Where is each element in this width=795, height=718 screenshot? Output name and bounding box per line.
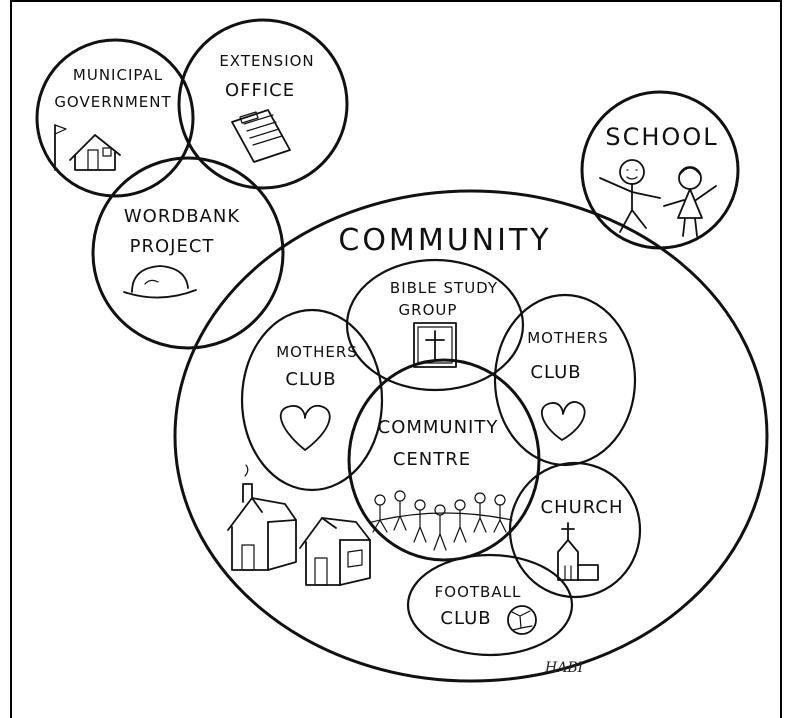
community-label: COMMUNITY (338, 223, 551, 258)
church-node: CHURCH (508, 461, 642, 599)
bible-study-group-node: BIBLE STUDY GROUP (345, 258, 525, 392)
heart-icon (280, 404, 331, 451)
extension-office-circle (177, 18, 349, 190)
bible-study-group-label-2: GROUP (399, 301, 458, 319)
mothers-club-left-label-2: CLUB (285, 369, 336, 390)
extension-office-node: EXTENSION OFFICE (177, 18, 349, 190)
bible-study-group-label-1: BIBLE STUDY (390, 279, 498, 297)
football-club-node: FOOTBALL CLUB (406, 553, 574, 657)
community-centre-label-1: COMMUNITY (378, 417, 499, 438)
extension-office-label-1: EXTENSION (219, 52, 314, 70)
football-icon (507, 605, 537, 635)
mothers-club-right-label-2: CLUB (530, 362, 581, 383)
bible-cross-icon (413, 322, 457, 368)
mothers-club-right-label-1: MOTHERS (527, 329, 609, 347)
wordbank-project-label-1: WORDBANK (124, 206, 240, 227)
community-circle (173, 189, 769, 683)
people-ring-icon (371, 490, 513, 551)
children-icon (599, 159, 717, 237)
municipal-government-label-1: MUNICIPAL (73, 66, 163, 84)
church-circle (508, 461, 642, 599)
wordbank-project-node: WORDBANK PROJECT (91, 156, 285, 350)
community-centre-label-2: CENTRE (393, 449, 471, 470)
house-with-flag-icon (54, 124, 121, 171)
bible-study-group-circle (345, 258, 525, 392)
mothers-club-left-label-1: MOTHERS (276, 343, 358, 361)
municipal-government-label-2: GOVERNMENT (54, 93, 171, 111)
football-club-label-1: FOOTBALL (435, 583, 522, 601)
hat-icon (123, 265, 197, 299)
mothers-club-left-circle (240, 308, 384, 492)
municipal-government-circle (35, 38, 195, 198)
community-node: COMMUNITY (173, 189, 769, 683)
school-node: SCHOOL (580, 90, 740, 250)
artist-signature: HABI (544, 660, 584, 676)
wordbank-project-circle (91, 156, 285, 350)
mothers-club-left-node: MOTHERS CLUB (240, 308, 384, 492)
diagram-frame (10, 0, 782, 718)
mothers-club-right-circle (493, 293, 637, 467)
school-label: SCHOOL (605, 123, 718, 151)
heart-icon (541, 401, 586, 441)
football-club-circle (406, 553, 574, 657)
church-icon (557, 522, 599, 581)
church-label: CHURCH (541, 497, 624, 518)
community-centre-node: COMMUNITY CENTRE (347, 358, 541, 562)
mothers-club-right-node: MOTHERS CLUB (493, 293, 637, 467)
wordbank-project-label-2: PROJECT (130, 236, 215, 257)
clipboard-icon (231, 109, 291, 163)
municipal-government-node: MUNICIPAL GOVERNMENT (35, 38, 195, 198)
extension-office-label-2: OFFICE (225, 80, 295, 101)
school-circle (580, 90, 740, 250)
football-club-label-2: CLUB (440, 608, 491, 629)
community-centre-circle (347, 358, 541, 562)
houses-icon (227, 464, 371, 586)
